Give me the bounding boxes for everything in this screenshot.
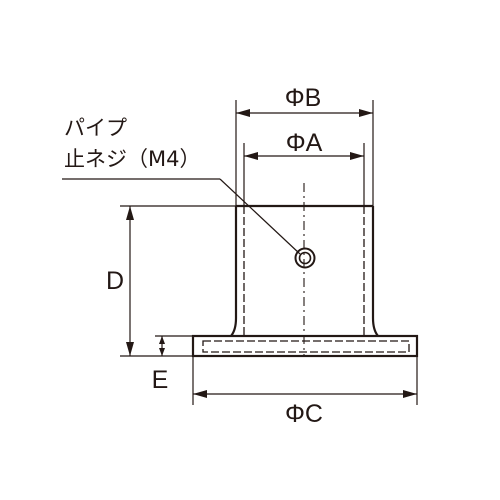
set-screw-note: パイプ 止ネジ（M4）	[64, 116, 200, 171]
dimension-e: E	[152, 335, 193, 394]
phi-a-label: ΦA	[286, 129, 323, 157]
set-screw-icon	[294, 247, 316, 269]
phi-b-label: ΦB	[285, 84, 322, 112]
dimension-phi-c: ΦC	[192, 356, 418, 428]
note-line-2: 止ネジ（M4）	[64, 147, 200, 171]
dimension-d: D	[106, 205, 236, 357]
e-label: E	[152, 366, 169, 394]
phi-c-label: ΦC	[285, 400, 323, 428]
dimension-phi-b: ΦB	[235, 84, 374, 206]
flange-fitting-outline	[191, 204, 419, 358]
d-label: D	[106, 267, 124, 295]
hidden-lines	[202, 206, 410, 353]
dimension-phi-a: ΦA	[243, 129, 365, 206]
screw-leader	[62, 178, 301, 255]
note-line-1: パイプ	[64, 116, 127, 140]
